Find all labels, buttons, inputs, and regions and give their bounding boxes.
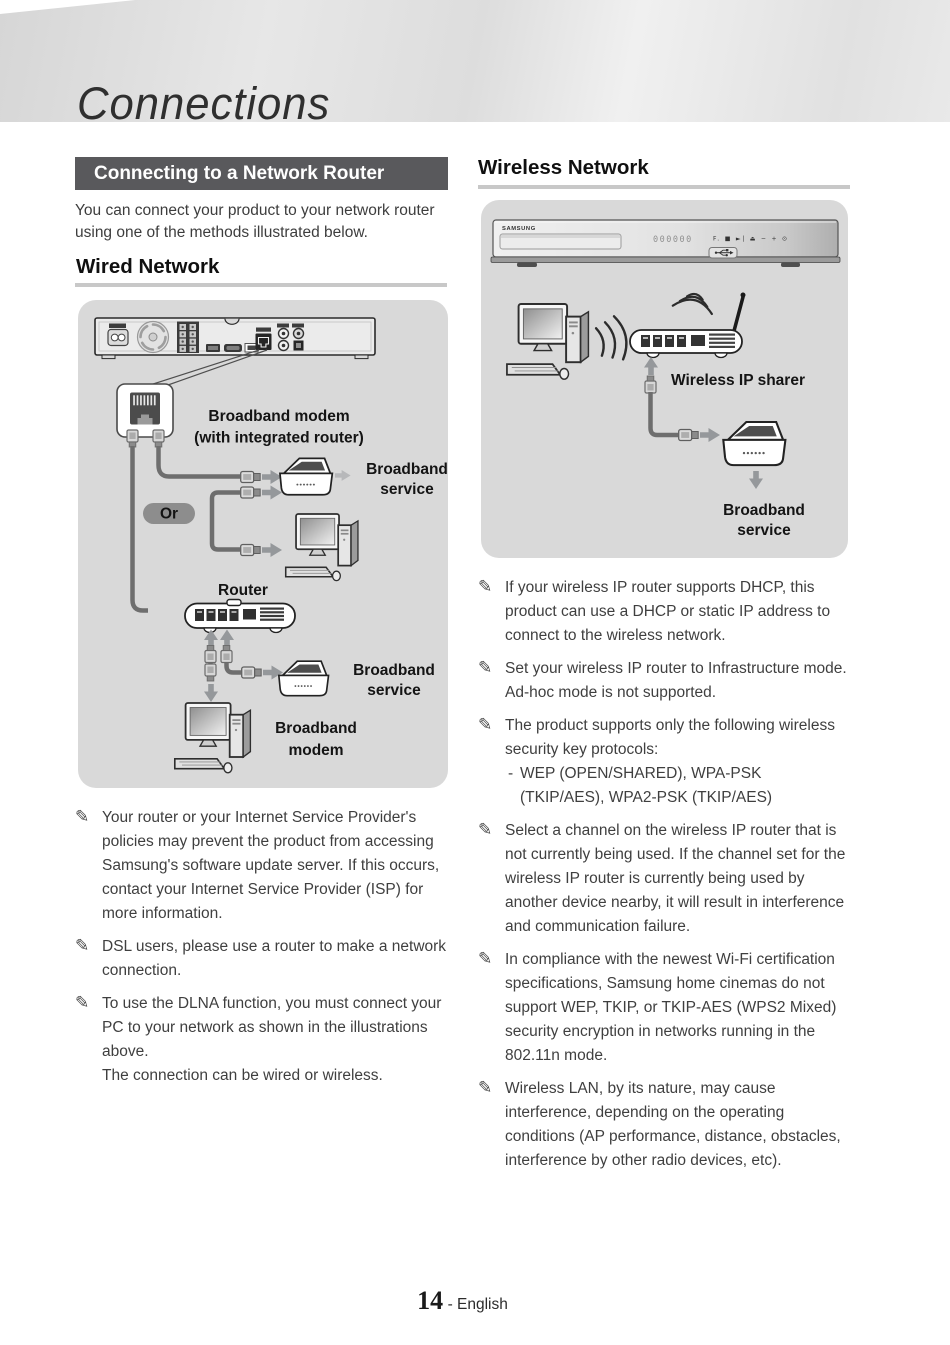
chapter-title: Connections <box>77 78 331 129</box>
usb-door <box>708 247 738 259</box>
note-item: ✎ To use the DLNA function, you must con… <box>75 992 448 1088</box>
note-sub-item: - WEP (OPEN/SHARED), WPA-PSK (TKIP/AES),… <box>505 762 850 810</box>
router-illustration <box>184 598 296 634</box>
pencil-note-icon: ✎ <box>478 658 493 678</box>
pencil-note-icon: ✎ <box>478 1078 493 1098</box>
speaker-terminal-block <box>177 321 199 353</box>
wired-heading-underline <box>75 283 447 287</box>
front-display-digits: 000000 <box>653 235 693 245</box>
label-router: Router <box>218 582 268 599</box>
home-cinema-rear-panel-illustration <box>94 317 376 360</box>
note-text: DSL users, please use a router to make a… <box>102 938 447 980</box>
or-badge-label: Or <box>160 506 178 523</box>
note-item: ✎ In compliance with the newest Wi-Fi ce… <box>478 948 850 1068</box>
router-antenna <box>732 295 745 333</box>
note-text: If your wireless IP router supports DHCP… <box>505 579 831 645</box>
section-header: Connecting to a Network Router <box>75 157 448 190</box>
lan-port <box>255 327 272 350</box>
wireless-notes-list: ✎ If your wireless IP router supports DH… <box>478 576 850 1182</box>
intro-paragraph: You can connect your product to your net… <box>75 202 435 241</box>
section-header-label: Connecting to a Network Router <box>94 162 385 184</box>
page-footer: 14 - English <box>75 1286 850 1316</box>
label-broadband-service-top-2: service <box>380 481 434 498</box>
wifi-waves-pc <box>594 315 628 361</box>
label-broadband-modem-2: modem <box>288 742 343 759</box>
page-corner-notch <box>0 0 135 14</box>
page-number: 14 <box>417 1286 444 1315</box>
page-banner: Connections <box>0 0 950 129</box>
note-text: Wireless LAN, by its nature, may cause i… <box>505 1080 841 1170</box>
antenna-connectors <box>277 323 305 352</box>
or-badge: Or <box>143 503 195 524</box>
pencil-note-icon: ✎ <box>478 949 493 969</box>
cooling-fan-icon <box>136 320 170 354</box>
label-broadband-modem-integrated-2: (with integrated router) <box>194 430 364 447</box>
pencil-note-icon: ✎ <box>75 807 90 826</box>
home-cinema-front-panel-illustration: SAMSUNG 000000 F. ■ ►| ⏏ − + ⊙ <box>490 219 841 267</box>
device-foot <box>517 262 537 267</box>
note-item: ✎ If your wireless IP router supports DH… <box>478 576 850 648</box>
pc-illustration-top <box>284 513 359 582</box>
note-item: ✎ Select a channel on the wireless IP ro… <box>478 819 850 939</box>
wired-notes-list: ✎ Your router or your Internet Service P… <box>75 806 448 1097</box>
wireless-heading-underline <box>478 185 850 189</box>
pencil-note-icon: ✎ <box>75 936 90 956</box>
note-item: ✎ Wireless LAN, by its nature, may cause… <box>478 1077 850 1173</box>
label-wireless-ip-sharer: Wireless IP sharer <box>671 372 805 389</box>
wifi-waves-router <box>671 292 713 316</box>
pencil-note-icon: ✎ <box>75 993 90 1013</box>
wireless-network-diagram-panel: SAMSUNG 000000 F. ■ ►| ⏏ − + ⊙ <box>481 200 848 558</box>
wireless-network-diagram: SAMSUNG 000000 F. ■ ►| ⏏ − + ⊙ <box>490 219 841 539</box>
note-item: ✎ Set your wireless IP router to Infrast… <box>478 657 850 705</box>
note-text: The product supports only the following … <box>505 717 835 759</box>
pc-illustration <box>505 303 590 381</box>
front-control-icons: F. ■ ►| ⏏ − + ⊙ <box>713 236 787 243</box>
label-broadband-modem-1: Broadband <box>275 720 357 737</box>
broadband-modem-illustration <box>722 420 787 467</box>
label-broadband-service-top-1: Broadband <box>366 461 448 478</box>
note-body: The product supports only the following … <box>505 714 850 810</box>
wired-network-diagram-panel: Or <box>78 300 448 788</box>
wireless-router-illustration <box>629 292 746 359</box>
usb-icon <box>714 249 734 257</box>
note-text: To use the DLNA function, you must conne… <box>102 995 442 1085</box>
note-item: ✎ The product supports only the followin… <box>478 714 850 810</box>
label-broadband-service-2: service <box>737 522 791 539</box>
note-text: Set your wireless IP router to Infrastru… <box>505 660 847 702</box>
label-broadband-service-bottom-1: Broadband <box>353 662 435 679</box>
pencil-note-icon: ✎ <box>478 820 493 840</box>
sub-item-text: WEP (OPEN/SHARED), WPA-PSK (TKIP/AES), W… <box>520 765 773 807</box>
note-item: ✎ DSL users, please use a router to make… <box>75 935 448 983</box>
note-text: Your router or your Internet Service Pro… <box>102 809 440 923</box>
lan-jack-closeup <box>116 383 174 448</box>
label-broadband-service-bottom-2: service <box>367 682 421 699</box>
note-text: Select a channel on the wireless IP rout… <box>505 822 846 936</box>
label-broadband-service-1: Broadband <box>723 502 805 519</box>
av-ports <box>206 343 259 353</box>
broadband-modem-illustration-top <box>279 457 334 496</box>
lan-zoom-callout-lines <box>149 349 268 386</box>
pc-illustration-bottom <box>173 702 252 774</box>
wireless-network-heading: Wireless Network <box>478 156 649 179</box>
broadband-modem-illustration-bottom <box>278 660 330 697</box>
device-foot <box>781 262 800 267</box>
wired-network-heading: Wired Network <box>76 255 220 278</box>
brand-logo: SAMSUNG <box>502 226 536 232</box>
label-broadband-modem-integrated-1: Broadband modem <box>208 408 349 425</box>
ethernet-cable <box>648 392 678 438</box>
note-text: In compliance with the newest Wi-Fi cert… <box>505 951 837 1065</box>
power-inlet-label <box>109 323 126 328</box>
pencil-note-icon: ✎ <box>478 577 493 596</box>
note-item: ✎ Your router or your Internet Service P… <box>75 806 448 926</box>
page-language: - English <box>447 1296 508 1313</box>
wired-network-diagram: Or <box>94 317 448 774</box>
pencil-note-icon: ✎ <box>478 715 493 735</box>
sub-item-marker: - <box>508 765 514 783</box>
